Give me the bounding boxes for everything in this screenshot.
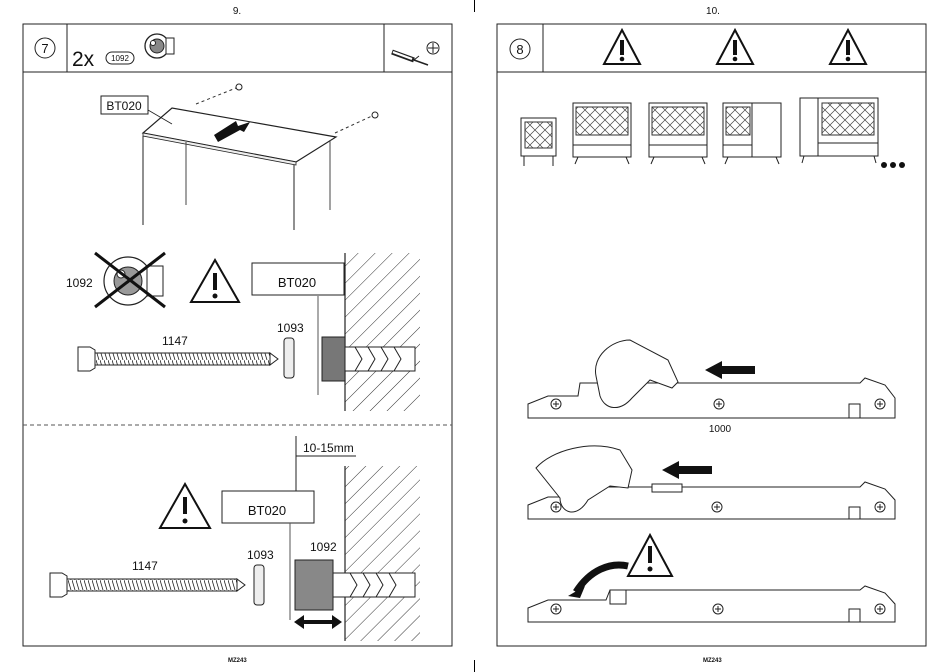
warning-triangle-icon (628, 535, 672, 576)
phillips-bit-icon (427, 42, 439, 54)
part-crossed-label: 1092 (66, 276, 93, 290)
cabinet-small (521, 118, 556, 166)
cap-label-a: 1093 (277, 321, 304, 335)
arrow-icon (705, 361, 755, 379)
warning-triangle-icon (160, 484, 210, 528)
warning-triangle-icon (604, 30, 640, 64)
warning-triangle-icon (191, 260, 239, 302)
panel-label-a: BT020 (278, 275, 316, 290)
rail-diagram-1: 1000 (528, 340, 895, 435)
section-a: 1092 BT020 1147 1093 (66, 253, 420, 411)
shelf-drawing: BT020 (101, 84, 378, 230)
rail-diagram-2 (528, 446, 895, 519)
screwdriver-icon (392, 52, 428, 65)
warning-triangle-icon (830, 30, 866, 64)
screw-label-b: 1147 (132, 559, 158, 573)
anchor-label-b: 1092 (310, 540, 337, 554)
cap-a (284, 338, 294, 378)
cabinet-wide-1 (573, 103, 631, 164)
quantity-label: 2x (72, 48, 95, 71)
anchor-fitting-icon (145, 34, 174, 58)
panel-label-b: BT020 (248, 503, 286, 518)
anchor-crossed-out (95, 253, 165, 307)
step-number: 8 (516, 42, 523, 57)
more-dots-icon (881, 162, 905, 168)
cabinet-wide-2 (649, 103, 707, 164)
rail-length: 1000 (709, 424, 732, 435)
wall-hatch (345, 253, 420, 411)
panel-label: BT020 (106, 99, 142, 113)
arrow-icon (294, 615, 342, 629)
screw-b (50, 573, 245, 597)
cabinet-wide-3 (723, 103, 781, 164)
screw-a (78, 347, 278, 371)
arrow-icon (662, 461, 712, 479)
part-badge-label: 1092 (111, 54, 129, 63)
warning-triangle-icon (717, 30, 753, 64)
step-number: 7 (41, 41, 48, 56)
cabinet-large (800, 98, 878, 163)
right-page: 8 (497, 24, 926, 646)
cabinet-variants (521, 98, 905, 168)
wall-hatch (345, 466, 420, 641)
cap-b (254, 565, 264, 605)
left-page: 7 2x 1092 (23, 24, 452, 646)
cap-label-b: 1093 (247, 548, 274, 562)
section-b: 10-15mm BT020 1092 1093 1147 (50, 436, 420, 641)
rail-diagram-3 (528, 535, 895, 622)
screw-label-a: 1147 (162, 334, 188, 348)
gap-label: 10-15mm (303, 441, 354, 455)
